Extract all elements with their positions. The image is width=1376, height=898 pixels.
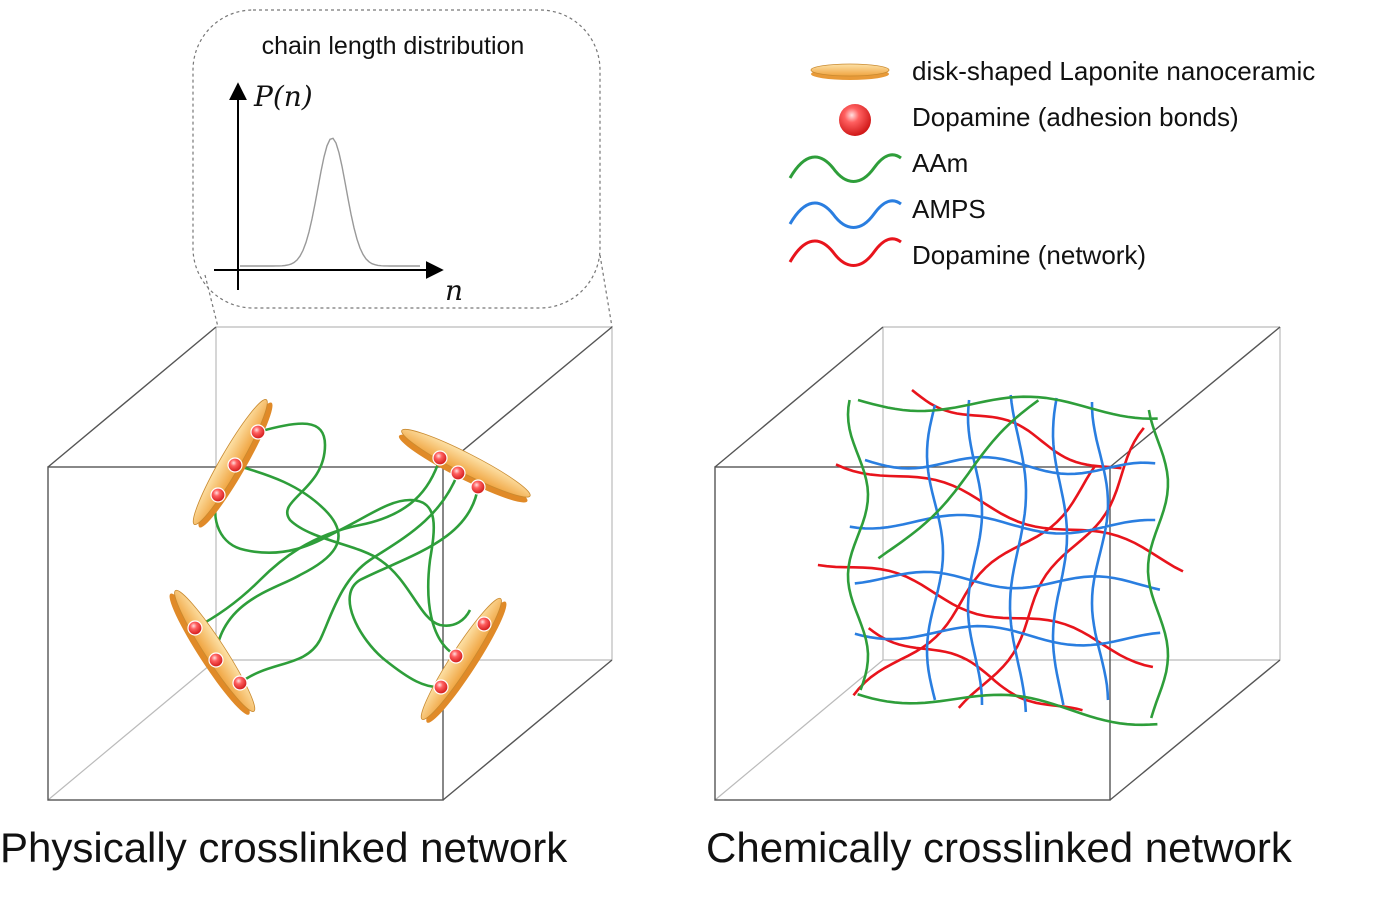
aam-chains xyxy=(846,395,1170,727)
dopamine-chain-icon xyxy=(788,237,902,267)
dopamine-bond xyxy=(232,675,248,691)
inset-title: chain length distribution xyxy=(262,32,525,60)
dopamine-bonds xyxy=(187,424,492,695)
chemical-mesh xyxy=(817,388,1184,727)
inset-frame xyxy=(192,9,601,309)
aam-chains xyxy=(194,422,480,689)
inset-connector-left xyxy=(204,274,219,328)
dopamine-bond xyxy=(433,679,449,695)
dopamine-bond xyxy=(210,487,226,503)
aam-chain-icon xyxy=(788,153,902,183)
right-cube-back xyxy=(714,326,1281,801)
aam-chain xyxy=(213,463,340,661)
laponite-disk-icon xyxy=(810,63,890,80)
aam-chain xyxy=(239,472,460,685)
dopamine-bond xyxy=(450,465,466,481)
legend-item-laponite: disk-shaped Laponite nanoceramic xyxy=(810,56,1315,86)
chemical-network-caption: Chemically crosslinked network xyxy=(706,824,1293,871)
legend-item-dopamine-bonds: Dopamine (adhesion bonds) xyxy=(839,102,1239,136)
legend-item-aam: AAm xyxy=(788,148,968,183)
dopamine-bond xyxy=(227,457,243,473)
physical-network-panel: Physically crosslinked network xyxy=(0,326,613,871)
legend-item-dopamine-network: Dopamine (network) xyxy=(788,237,1146,270)
legend-item-amps: AMPS xyxy=(788,194,986,229)
left-cube-back xyxy=(47,326,613,801)
amps-chain-icon xyxy=(788,199,902,229)
distribution-curve xyxy=(240,137,420,267)
aam-chain xyxy=(348,486,480,689)
legend-label-laponite: disk-shaped Laponite nanoceramic xyxy=(912,56,1315,86)
dopamine-bond xyxy=(448,648,464,664)
dopamine-bond xyxy=(432,450,448,466)
legend-label-aam: AAm xyxy=(912,148,968,178)
laponite-disk xyxy=(398,428,531,503)
legend-label-dopamine-network: Dopamine (network) xyxy=(912,240,1146,270)
dopamine-bond xyxy=(187,620,203,636)
aam-chain xyxy=(194,457,442,630)
physical-network-caption: Physically crosslinked network xyxy=(0,824,568,871)
dopamine-bond xyxy=(476,616,492,632)
dopamine-sphere-icon xyxy=(839,104,871,136)
chemical-network-panel: Chemically crosslinked network xyxy=(706,326,1293,871)
dopamine-bond xyxy=(208,652,224,668)
dopamine-bond xyxy=(250,424,266,440)
chain-length-inset: chain length distribution P(n) n xyxy=(192,9,613,328)
inset-x-label: n xyxy=(445,274,463,307)
aam-chain xyxy=(214,494,456,657)
dopamine-bond xyxy=(470,479,486,495)
inset-y-label: P(n) xyxy=(253,80,313,113)
dopamine-network-chains xyxy=(817,388,1184,712)
laponite-disk xyxy=(169,589,256,715)
inset-connector-right xyxy=(599,254,613,328)
legend-label-dopamine-bonds: Dopamine (adhesion bonds) xyxy=(912,102,1239,132)
amps-chains xyxy=(849,394,1161,713)
legend-label-amps: AMPS xyxy=(912,194,986,224)
legend: disk-shaped Laponite nanoceramic Dopamin… xyxy=(788,56,1315,270)
